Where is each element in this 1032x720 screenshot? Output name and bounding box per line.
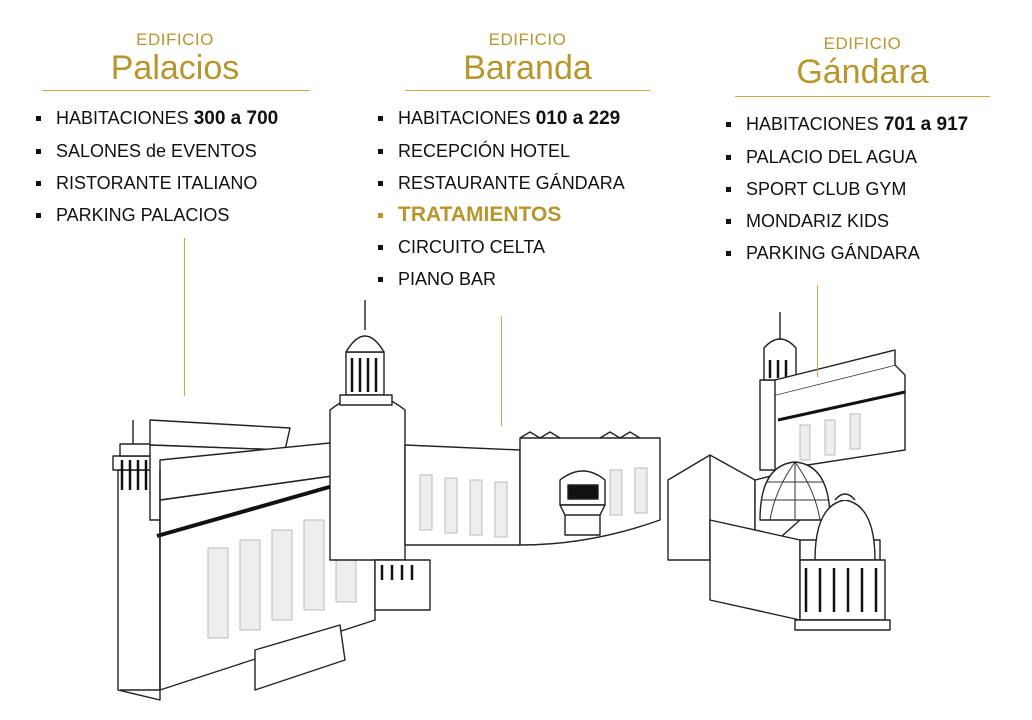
list-item: PALACIO DEL AGUA <box>726 141 968 173</box>
baranda-building <box>404 431 661 546</box>
gandara-prefix: EDIFICIO <box>823 34 902 53</box>
gandara-list: HABITACIONES 701 a 917 PALACIO DEL AGUA … <box>726 108 968 269</box>
list-item: RISTORANTE ITALIANO <box>36 167 278 199</box>
baranda-list: HABITACIONES 010 a 229 RECEPCIÓN HOTEL R… <box>378 102 625 295</box>
baranda-header: EDIFICIO Baranda <box>405 30 650 86</box>
list-item: RECEPCIÓN HOTEL <box>378 135 625 167</box>
list-item: HABITACIONES 010 a 229 <box>378 102 625 135</box>
list-item: MONDARIZ KIDS <box>726 205 968 237</box>
palacios-building <box>112 300 431 701</box>
palacios-title: Palacios <box>110 49 240 87</box>
baranda-prefix: EDIFICIO <box>488 30 567 49</box>
gandara-building <box>667 312 906 631</box>
palacios-connector <box>184 238 185 396</box>
palacios-list: HABITACIONES 300 a 700 SALONES de EVENTO… <box>36 102 278 231</box>
list-item: RESTAURANTE GÁNDARA <box>378 167 625 199</box>
list-item: HABITACIONES 300 a 700 <box>36 102 278 135</box>
list-item: HABITACIONES 701 a 917 <box>726 108 968 141</box>
gandara-connector <box>817 285 818 377</box>
list-item: PARKING GÁNDARA <box>726 237 968 269</box>
palacios-prefix: EDIFICIO <box>136 30 214 49</box>
list-item: SALONES de EVENTOS <box>36 135 278 167</box>
gandara-title: Gándara <box>796 53 929 91</box>
baranda-connector <box>501 316 502 426</box>
palacios-header: EDIFICIO Palacios <box>40 30 310 86</box>
list-item: CIRCUITO CELTA <box>378 231 625 263</box>
list-item: PIANO BAR <box>378 263 625 295</box>
gandara-header: EDIFICIO Gándara <box>735 34 990 90</box>
palacios-divider <box>42 90 310 91</box>
list-item: PARKING PALACIOS <box>36 199 278 231</box>
baranda-title: Baranda <box>463 49 592 87</box>
baranda-divider <box>405 90 650 91</box>
list-item-highlight: TRATAMIENTOS <box>378 199 625 231</box>
gandara-divider <box>735 96 990 97</box>
list-item: SPORT CLUB GYM <box>726 173 968 205</box>
